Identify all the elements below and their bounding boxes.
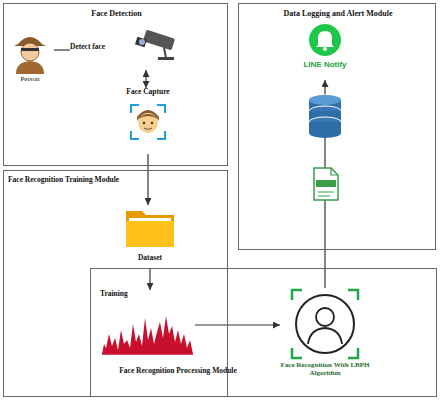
capture-node: Face Capture: [112, 88, 184, 154]
module-panel: Data Logging and Alert ModuleLINE Notify: [238, 3, 436, 250]
training-icon: [100, 304, 195, 356]
lbph-node: Face Recognition With LBPH Algorithm: [280, 288, 370, 385]
person-node: Person: [6, 30, 54, 92]
node-label: Detect face: [70, 43, 126, 52]
flow-arrow: [54, 49, 70, 50]
node-label: Face Recognition With LBPH Algorithm: [280, 361, 370, 377]
node-label: LINE Notify: [285, 60, 365, 69]
dataset-icon: [124, 205, 176, 249]
flow-arrow: [145, 70, 146, 88]
module-panel: Face Recognition Processing Module Face R…: [90, 268, 437, 397]
module-title: Data Logging and Alert Module: [239, 9, 437, 18]
flow-arrow: [147, 154, 148, 205]
capture-icon: [129, 103, 167, 141]
module-panel: Face Recognition Training ModuleDatasetT…: [3, 170, 228, 397]
node-label: Training: [100, 290, 160, 299]
camera-icon: [130, 30, 180, 62]
flow-arrow: [149, 269, 150, 290]
module-title: Face Recognition Training Module: [8, 176, 128, 185]
flow-arrow: [195, 324, 280, 325]
line-notify-icon: [307, 22, 343, 58]
line-notify-node: LINE Notify: [285, 22, 365, 80]
node-label: Face Capture: [112, 88, 184, 97]
file-icon: [314, 168, 338, 200]
database-icon: [309, 95, 341, 138]
camera-node: Detect face: [70, 28, 180, 70]
module-title: Face Detection: [4, 9, 229, 18]
node-label: Person: [8, 75, 52, 83]
dataset-node: Dataset: [110, 205, 190, 269]
lbph-icon: [280, 288, 370, 360]
module-panel: Face DetectionPerson Detect faceFace Capt…: [3, 3, 228, 166]
node-label: Dataset: [110, 254, 190, 263]
module-title: Face Recognition Processing Module: [113, 367, 243, 376]
person-icon: [10, 30, 50, 74]
training-node: Training: [100, 290, 195, 360]
